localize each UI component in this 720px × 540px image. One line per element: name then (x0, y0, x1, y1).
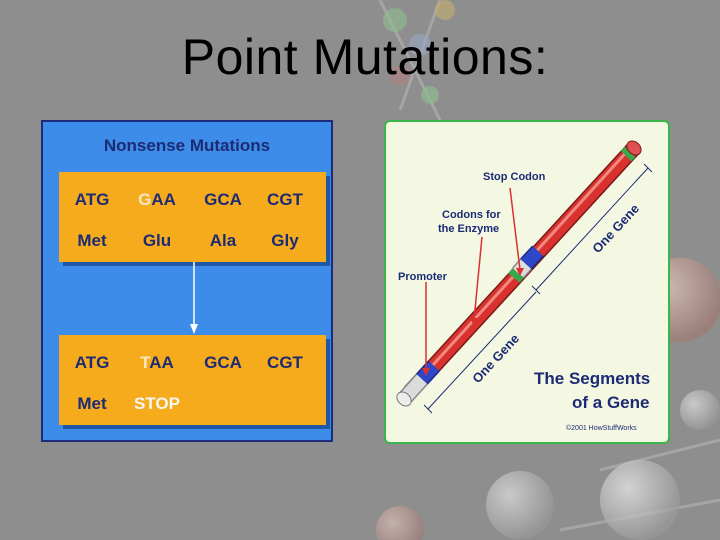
label-pointers (425, 187, 521, 370)
nonsense-mutation-panel: Nonsense Mutations ATG GAA GCA CGT Met G… (41, 120, 333, 442)
original-sequence-box: ATG GAA GCA CGT Met Glu Ala Gly (59, 172, 326, 262)
mutated-base: G (138, 190, 152, 209)
nonsense-mutations-heading: Nonsense Mutations (103, 136, 271, 155)
mutation-arrow (190, 262, 198, 334)
stop-label: STOP (134, 394, 180, 413)
slide-title: Point Mutations: (181, 29, 549, 85)
amino-acid: Ala (209, 231, 237, 250)
mutated-base: T (140, 353, 150, 372)
amino-acid: Met (77, 394, 107, 413)
amino-acid: Gly (271, 231, 299, 250)
copyright-text: ©2001 HowStuffWorks (566, 424, 637, 432)
amino-acid: Met (77, 231, 107, 250)
codon-mutated: TAA (129, 353, 185, 373)
promoter-label: Promoter (398, 271, 448, 283)
caption-line2: of a Gene (572, 393, 649, 412)
codon-mutated: GAA (129, 190, 185, 210)
caption-line1: The Segments (534, 369, 650, 388)
codon: GCA (204, 190, 242, 209)
codon-rest: AA (149, 353, 174, 372)
codons-label-line1: Codons for (442, 209, 501, 221)
codon: CGT (267, 190, 303, 209)
codon: ATG (74, 190, 110, 209)
codon: GCA (204, 353, 242, 372)
gene-segments-panel: Stop Codon Codons for the Enzyme Promote… (384, 120, 670, 444)
one-gene-lower-label: One Gene (469, 331, 522, 386)
codons-label-line2: the Enzyme (438, 223, 499, 235)
one-gene-upper-label: One Gene (589, 201, 642, 256)
codon-rest: AA (151, 190, 176, 209)
stop-codon-label: Stop Codon (483, 171, 546, 183)
gene-span-lines (423, 163, 653, 414)
gene-diagram: Stop Codon Codons for the Enzyme Promote… (396, 140, 653, 432)
codon: CGT (267, 353, 303, 372)
amino-acid: Glu (142, 231, 172, 250)
mutated-sequence-box: ATG TAA GCA CGT Met STOP (59, 335, 326, 425)
codon: ATG (74, 353, 110, 372)
